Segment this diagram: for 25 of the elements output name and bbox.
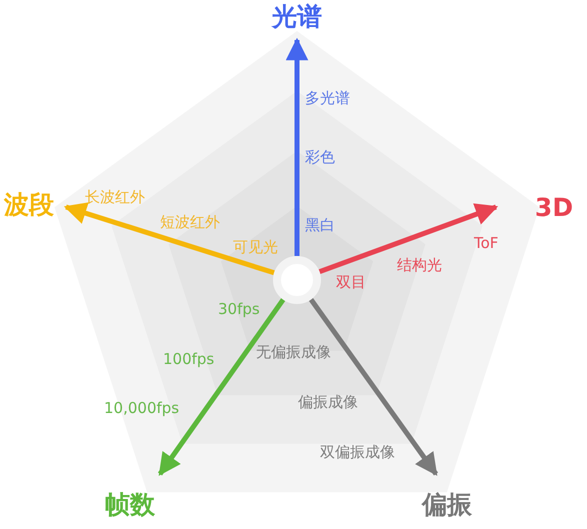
axis-level-label: 长波红外: [85, 188, 145, 206]
axis-level-label: 彩色: [305, 148, 335, 166]
axis-level-label: 无偏振成像: [256, 343, 331, 361]
axis-level-label: 可见光: [233, 238, 278, 256]
axis-level-label: 多光谱: [305, 89, 350, 107]
axis-level-label: 短波红外: [160, 213, 220, 231]
arrow: [64, 202, 275, 276]
axis-level-label: 双目: [336, 273, 366, 291]
axis-level-label: 双偏振成像: [320, 443, 395, 461]
arrow: [318, 203, 498, 274]
axis-title: 3D: [534, 193, 574, 223]
axis-level-label: 偏振成像: [298, 393, 358, 411]
axis-title: 波段: [2, 190, 56, 220]
axis-level-label: 100fps: [163, 350, 214, 368]
axis-title: 光谱: [270, 2, 324, 32]
axis-level-label: ToF: [474, 234, 498, 252]
axis-level-label: 10,000fps: [104, 399, 180, 417]
axis-title: 帧数: [103, 490, 157, 520]
axis-level-label: 30fps: [218, 300, 260, 318]
axis-level-label: 结构光: [397, 256, 442, 274]
axis-title: 偏振: [420, 490, 474, 520]
arrow: [286, 38, 308, 256]
axis-level-label: 黑白: [305, 216, 335, 234]
arrow: [308, 298, 438, 476]
arrow: [158, 298, 286, 476]
